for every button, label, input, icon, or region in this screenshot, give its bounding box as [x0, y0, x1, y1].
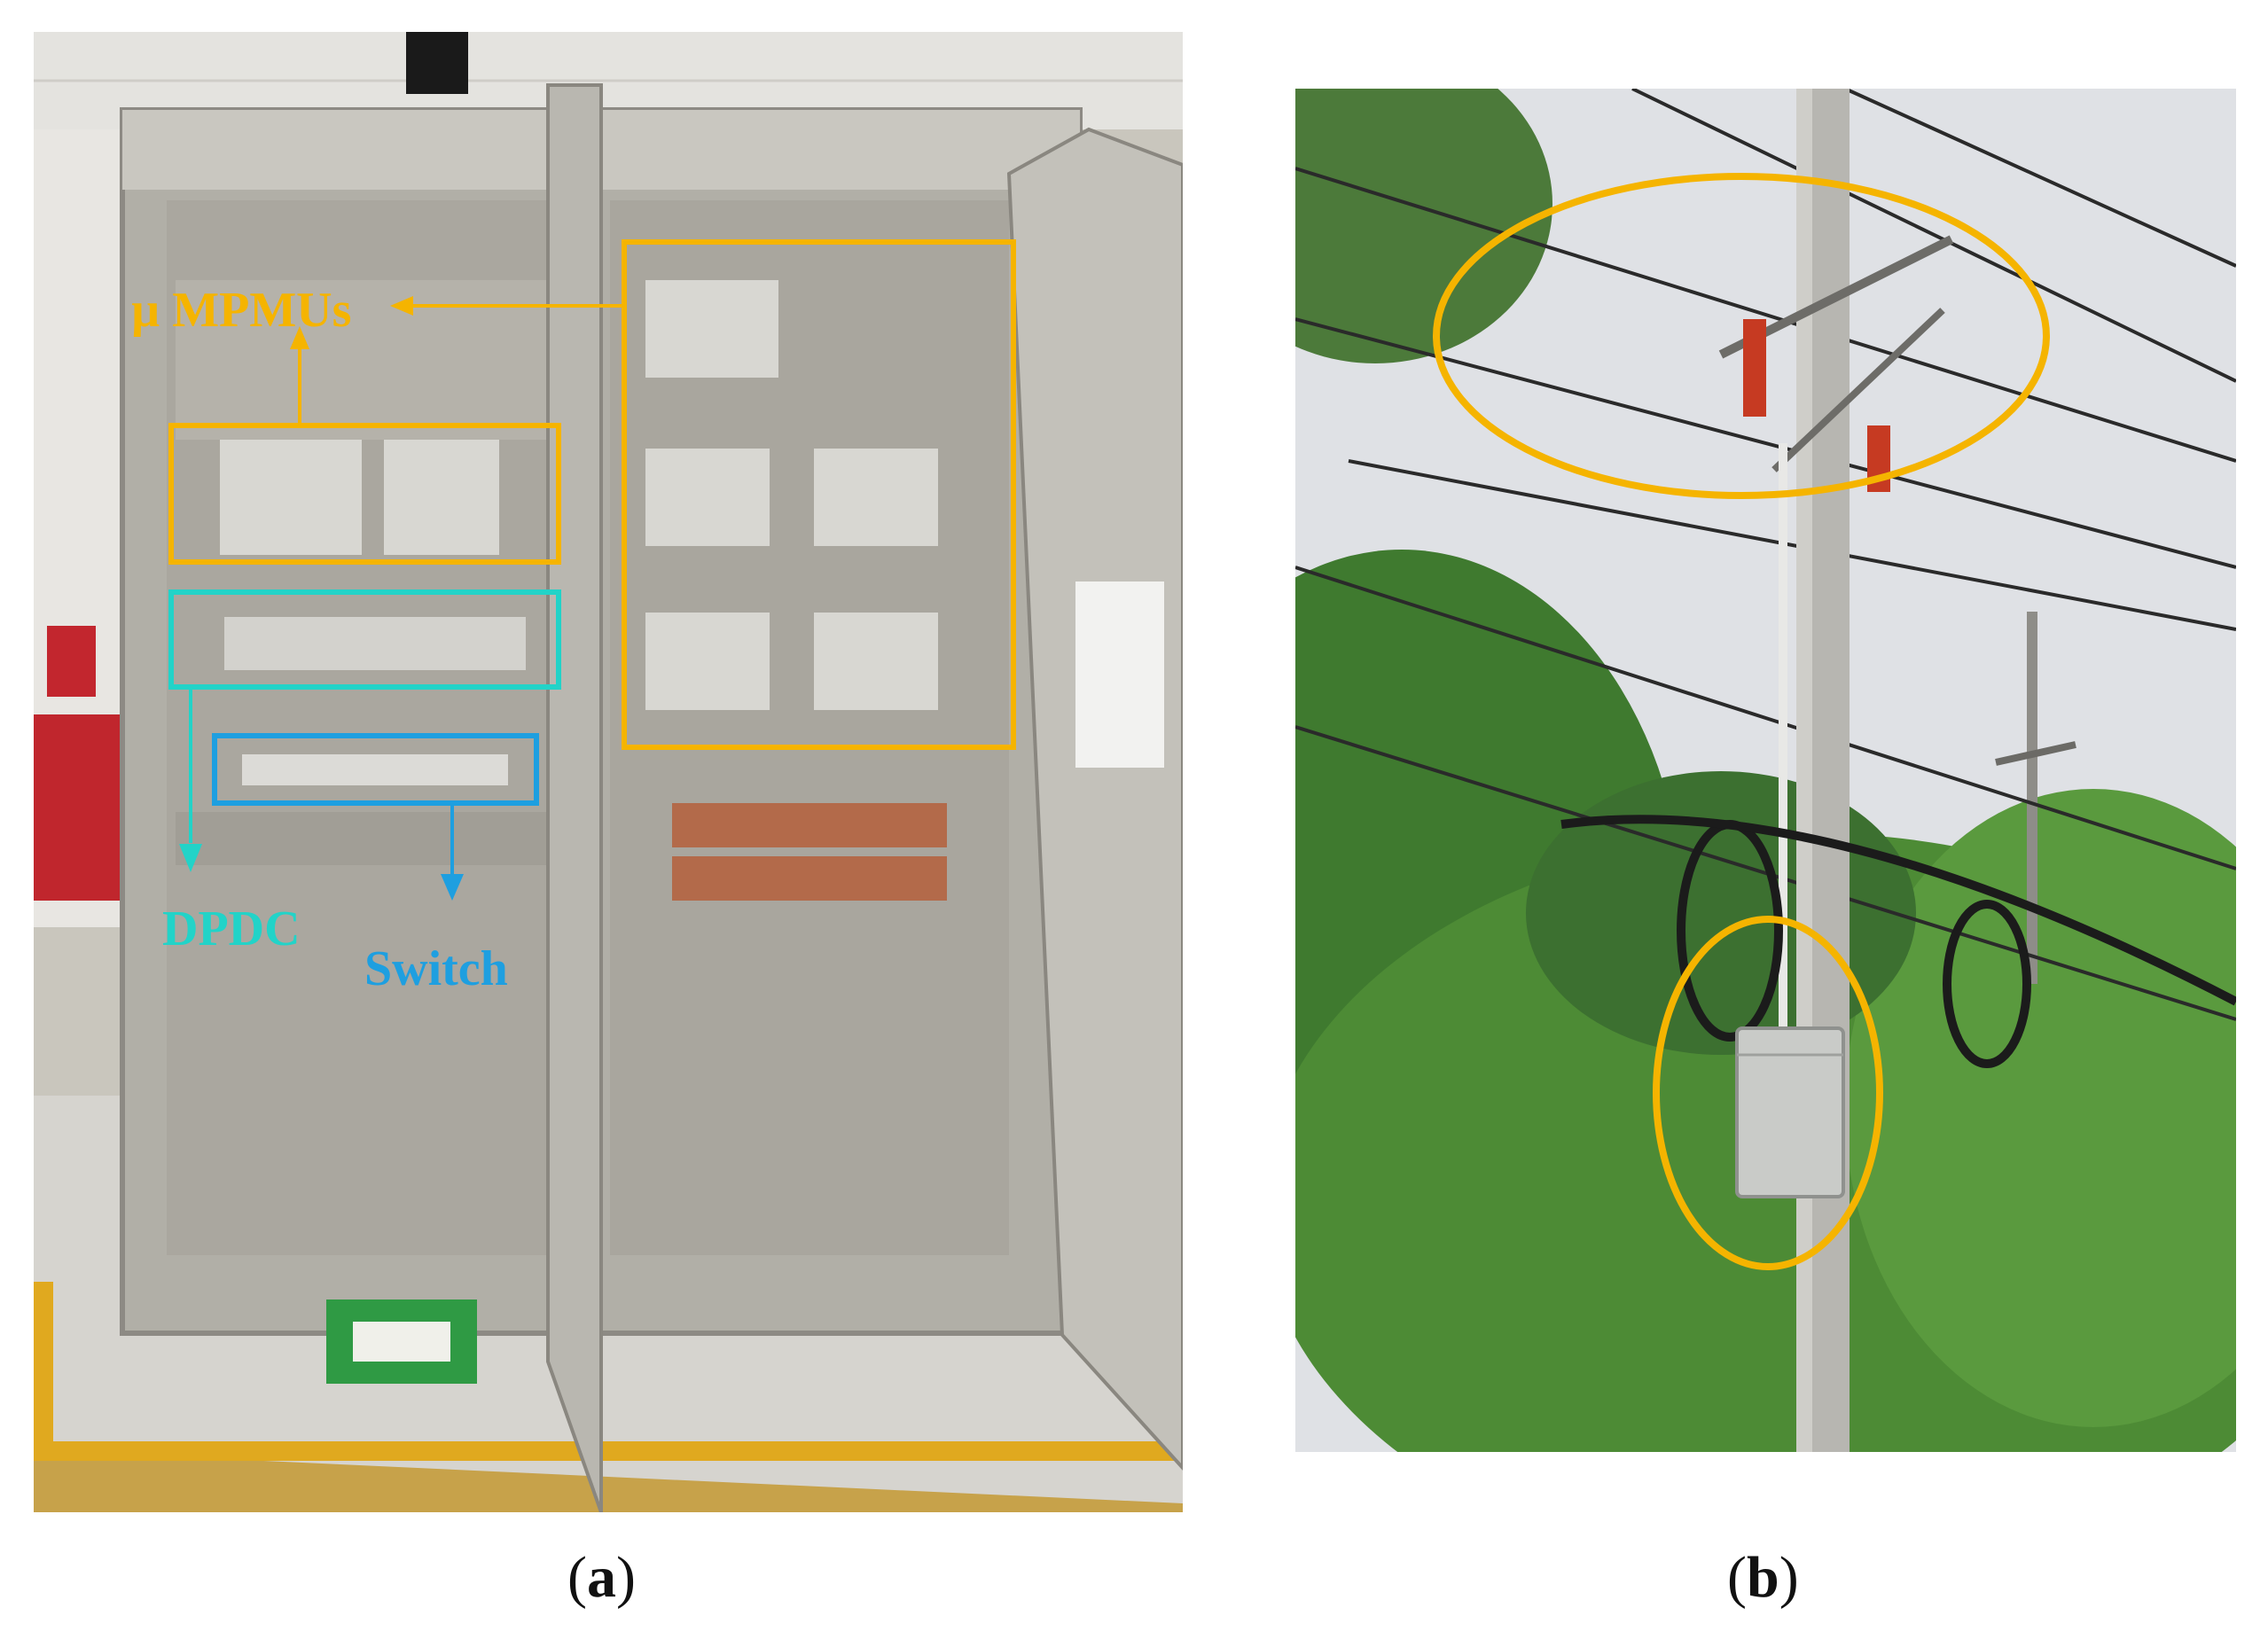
right-door	[1006, 127, 1183, 1471]
highlight-ellipse-top	[1433, 173, 2050, 499]
fire-cabinet	[34, 714, 131, 901]
caption-b-close: )	[1779, 1545, 1799, 1610]
mpmu-box-right	[622, 239, 1016, 750]
photo-panel-b	[1295, 89, 2236, 1452]
switch-arrowhead-down	[441, 874, 464, 901]
door-paper	[1075, 581, 1164, 768]
cable-coil-right	[1943, 900, 2031, 1068]
caption-a-letter: a	[586, 1545, 616, 1610]
power-lines	[1295, 89, 2236, 1021]
cabinet-photo: µ MPMUs DPDC Switch	[34, 32, 1183, 1512]
switch-highlight-group: Switch	[212, 733, 539, 996]
caption-b: (b)	[1727, 1544, 1799, 1612]
mpmu-box-left	[168, 423, 561, 565]
ceiling-detector	[406, 32, 468, 94]
switch-label: Switch	[364, 941, 508, 996]
tree-top-left	[1295, 89, 1552, 363]
floor-stripe	[34, 1441, 1183, 1461]
mpmu-highlight-group: µ MPMUs	[131, 239, 1016, 750]
dpdc-arrowhead-down	[179, 844, 202, 872]
mpmu-arrowhead-up	[290, 326, 309, 349]
dpdc-box	[168, 589, 561, 690]
caption-a-close: )	[615, 1545, 636, 1610]
wall-sign	[47, 626, 96, 697]
highlight-ellipse-bottom	[1653, 916, 1883, 1270]
caption-a-open: (	[567, 1545, 587, 1610]
mpmu-label: µ MPMUs	[131, 283, 351, 338]
left-door	[546, 83, 603, 1512]
caption-a: (a)	[567, 1544, 636, 1612]
dpdc-highlight-group: DPDC	[162, 589, 561, 956]
caption-b-letter: b	[1746, 1545, 1779, 1610]
switch-box	[212, 733, 539, 806]
dpdc-label: DPDC	[162, 901, 301, 956]
device-enclosure	[1735, 1026, 1845, 1198]
mpmu-arrowhead-left	[390, 296, 413, 316]
insulator-left	[1743, 319, 1766, 417]
caption-b-open: (	[1727, 1545, 1747, 1610]
pole-photo	[1295, 89, 2236, 1452]
photo-panel-a: µ MPMUs DPDC Switch	[34, 32, 1183, 1512]
